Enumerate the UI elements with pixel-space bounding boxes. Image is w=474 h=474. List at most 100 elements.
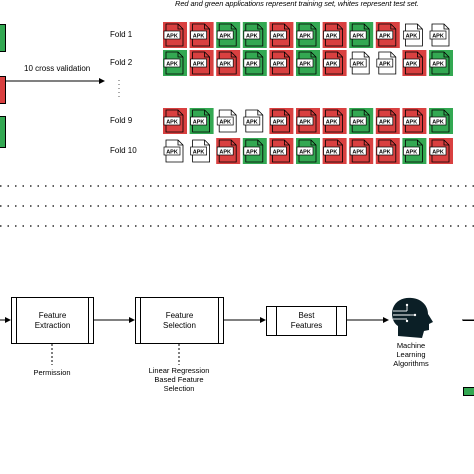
feature-extraction-box: Feature Extraction <box>11 297 94 344</box>
cross-validation-label: 10 cross validation <box>24 64 91 73</box>
apk-file-icon: APK <box>216 22 241 48</box>
apk-label: APK <box>193 62 205 68</box>
apk-file-icon: APK <box>242 108 267 134</box>
apk-file-icon: APK <box>429 50 453 76</box>
apk-label: APK <box>193 150 205 156</box>
selection-method-label: Linear Regression Based Feature Selectio… <box>148 366 210 393</box>
apk-label: APK <box>273 62 285 68</box>
apk-label: APK <box>166 34 178 40</box>
apk-file-icon: APK <box>402 50 427 76</box>
apk-label: APK <box>246 34 258 40</box>
apk-label: APK <box>193 120 205 126</box>
apk-label: APK <box>219 34 231 40</box>
apk-file-icon: APK <box>269 138 294 164</box>
apk-file-icon: APK <box>189 138 214 164</box>
feature-selection-box: Feature Selection <box>135 297 224 344</box>
apk-label: APK <box>193 34 205 40</box>
right-edge-green-block <box>463 387 474 396</box>
apk-label: APK <box>299 62 311 68</box>
apk-file-icon: APK <box>349 108 374 134</box>
apk-label: APK <box>299 150 311 156</box>
fold-label: Fold 2 <box>110 58 133 67</box>
feature-extraction-label: Feature Extraction <box>34 310 71 330</box>
apk-label: APK <box>432 62 444 68</box>
fold-label: Fold 9 <box>110 116 133 125</box>
apk-file-icon: APK <box>296 138 320 164</box>
apk-file-icon: APK <box>296 108 320 134</box>
right-edge-line <box>463 320 474 321</box>
left-block-green <box>0 24 6 52</box>
apk-label: APK <box>352 62 364 68</box>
apk-file-icon: APK <box>402 138 427 164</box>
apk-label: APK <box>166 120 178 126</box>
apk-label: APK <box>432 150 444 156</box>
apk-file-icon: APK <box>189 22 214 48</box>
apk-file-icon: APK <box>429 22 453 48</box>
apk-label: APK <box>219 120 231 126</box>
apk-label: APK <box>352 150 364 156</box>
fold-label: Fold 10 <box>110 146 137 155</box>
apk-label: APK <box>299 34 311 40</box>
apk-label: APK <box>379 34 391 40</box>
apk-file-icon: APK <box>163 108 187 134</box>
apk-file-icon: APK <box>429 108 453 134</box>
apk-file-icon: APK <box>242 22 267 48</box>
apk-label: APK <box>273 120 285 126</box>
apk-file-icon: APK <box>189 108 214 134</box>
apk-label: APK <box>219 62 231 68</box>
apk-label: APK <box>246 120 258 126</box>
apk-file-icon: APK <box>189 50 214 76</box>
apk-file-icon: APK <box>242 50 267 76</box>
apk-label: APK <box>299 120 311 126</box>
apk-label: APK <box>406 150 418 156</box>
apk-file-icon: APK <box>296 22 320 48</box>
feature-extraction-box-inner <box>16 298 89 343</box>
apk-label: APK <box>432 34 444 40</box>
apk-label: APK <box>326 120 338 126</box>
apk-label: APK <box>246 150 258 156</box>
best-features-box: Best Features <box>266 306 347 336</box>
apk-file-icon: APK <box>429 138 453 164</box>
ml-algorithms-label: Machine Learning Algorithms <box>393 341 429 368</box>
apk-file-icon: APK <box>402 22 427 48</box>
fold-label: Fold 1 <box>110 30 133 39</box>
apk-label: APK <box>166 150 178 156</box>
apk-file-icon: APK <box>322 50 347 76</box>
apk-file-icon: APK <box>375 138 400 164</box>
apk-file-icon: APK <box>296 50 320 76</box>
apk-label: APK <box>246 62 258 68</box>
apk-file-icon: APK <box>322 138 347 164</box>
apk-label: APK <box>406 34 418 40</box>
best-features-label: Best Features <box>290 311 323 330</box>
apk-file-icon: APK <box>375 108 400 134</box>
apk-file-icon: APK <box>216 138 241 164</box>
apk-file-icon: APK <box>322 22 347 48</box>
apk-file-icon: APK <box>349 22 374 48</box>
apk-file-icon: APK <box>269 108 294 134</box>
apk-file-icon: APK <box>375 50 400 76</box>
apk-label: APK <box>166 62 178 68</box>
apk-label: APK <box>352 120 364 126</box>
apk-label: APK <box>379 150 391 156</box>
best-features-box-inner <box>276 307 337 335</box>
apk-file-icon: APK <box>163 50 187 76</box>
left-block-green-2 <box>0 116 6 148</box>
apk-label: APK <box>406 120 418 126</box>
apk-label: APK <box>219 150 231 156</box>
feature-selection-label: Feature Selection <box>163 310 196 330</box>
feature-selection-box-inner <box>140 298 219 343</box>
apk-label: APK <box>273 150 285 156</box>
permission-label: Permission <box>33 368 71 377</box>
apk-file-icon: APK <box>216 50 241 76</box>
left-block-red <box>0 76 6 104</box>
apk-label: APK <box>406 62 418 68</box>
apk-label: APK <box>326 34 338 40</box>
apk-file-icon: APK <box>216 108 241 134</box>
apk-file-icon: APK <box>163 138 187 164</box>
apk-file-icon: APK <box>322 108 347 134</box>
